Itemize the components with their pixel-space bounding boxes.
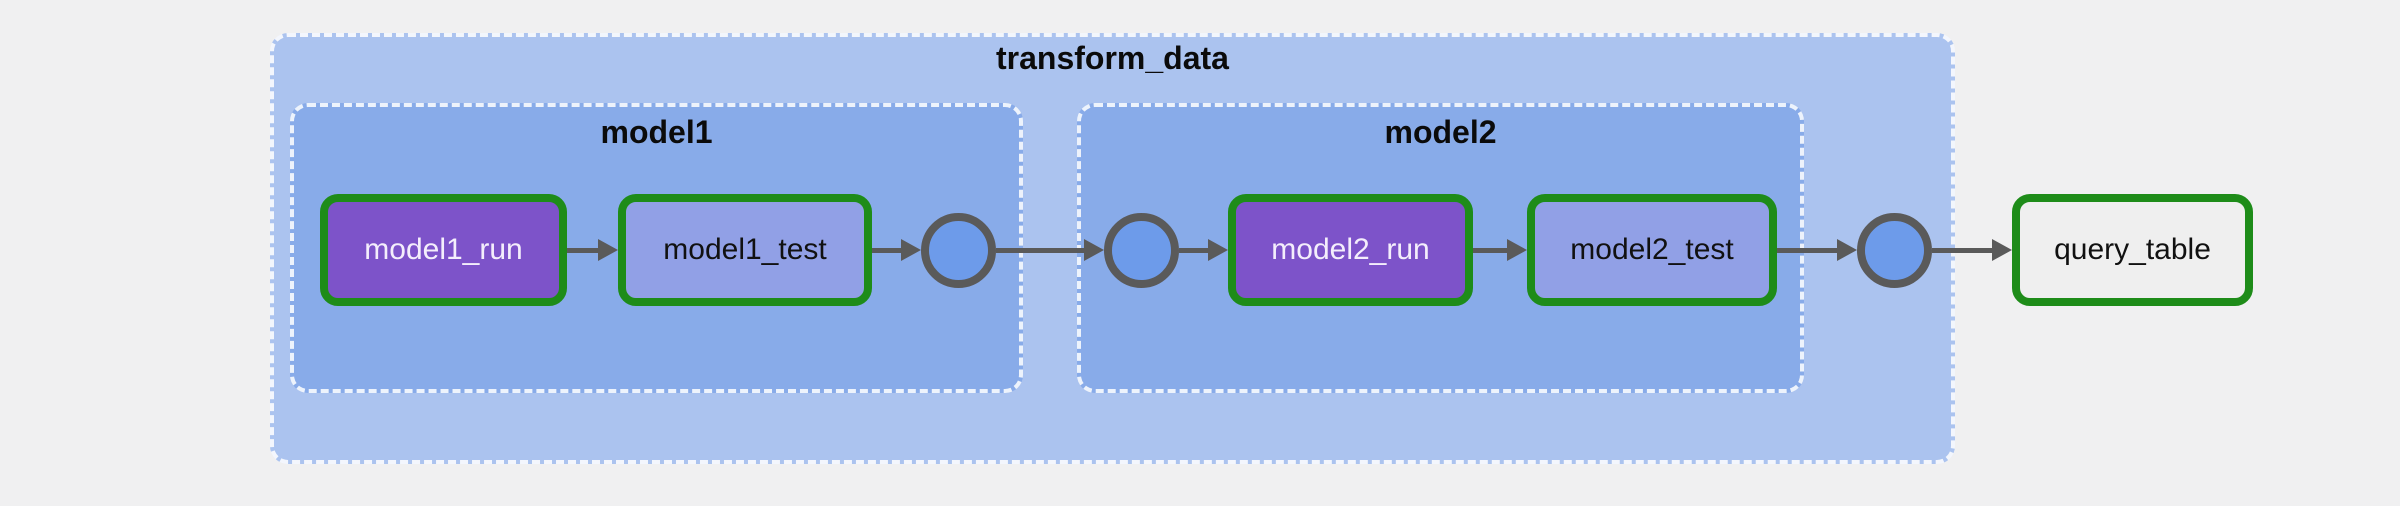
task-node-model1-test[interactable]: model1_test (618, 194, 872, 306)
arrowhead-icon (1208, 239, 1228, 261)
edge-model2-run-to-model2-test (1473, 248, 1507, 253)
edge-join1-to-join2 (996, 248, 1084, 253)
arrowhead-icon (1507, 239, 1527, 261)
arrowhead-icon (1084, 239, 1104, 261)
arrowhead-icon (598, 239, 618, 261)
task-group-model2-label: model2 (1384, 114, 1497, 150)
edge-model2-test-to-join3 (1777, 248, 1837, 253)
task-node-model2-test[interactable]: model2_test (1527, 194, 1777, 306)
join-node-after-model1[interactable] (921, 213, 996, 288)
edge-join2-to-model2-run (1179, 248, 1208, 253)
task-group-transform-data-label: transform_data (996, 40, 1229, 76)
arrowhead-icon (1992, 239, 2012, 261)
task-group-model1-label: model1 (600, 114, 713, 150)
arrowhead-icon (1837, 239, 1857, 261)
edge-model1-test-to-join1 (872, 248, 901, 253)
join-node-after-transform-data[interactable] (1857, 213, 1932, 288)
edge-join3-to-query-table (1932, 248, 1992, 253)
task-node-model2-run[interactable]: model2_run (1228, 194, 1473, 306)
join-node-before-model2[interactable] (1104, 213, 1179, 288)
task-node-query-table[interactable]: query_table (2012, 194, 2253, 306)
edge-model1-run-to-model1-test (567, 248, 598, 253)
task-node-model1-run[interactable]: model1_run (320, 194, 567, 306)
arrowhead-icon (901, 239, 921, 261)
